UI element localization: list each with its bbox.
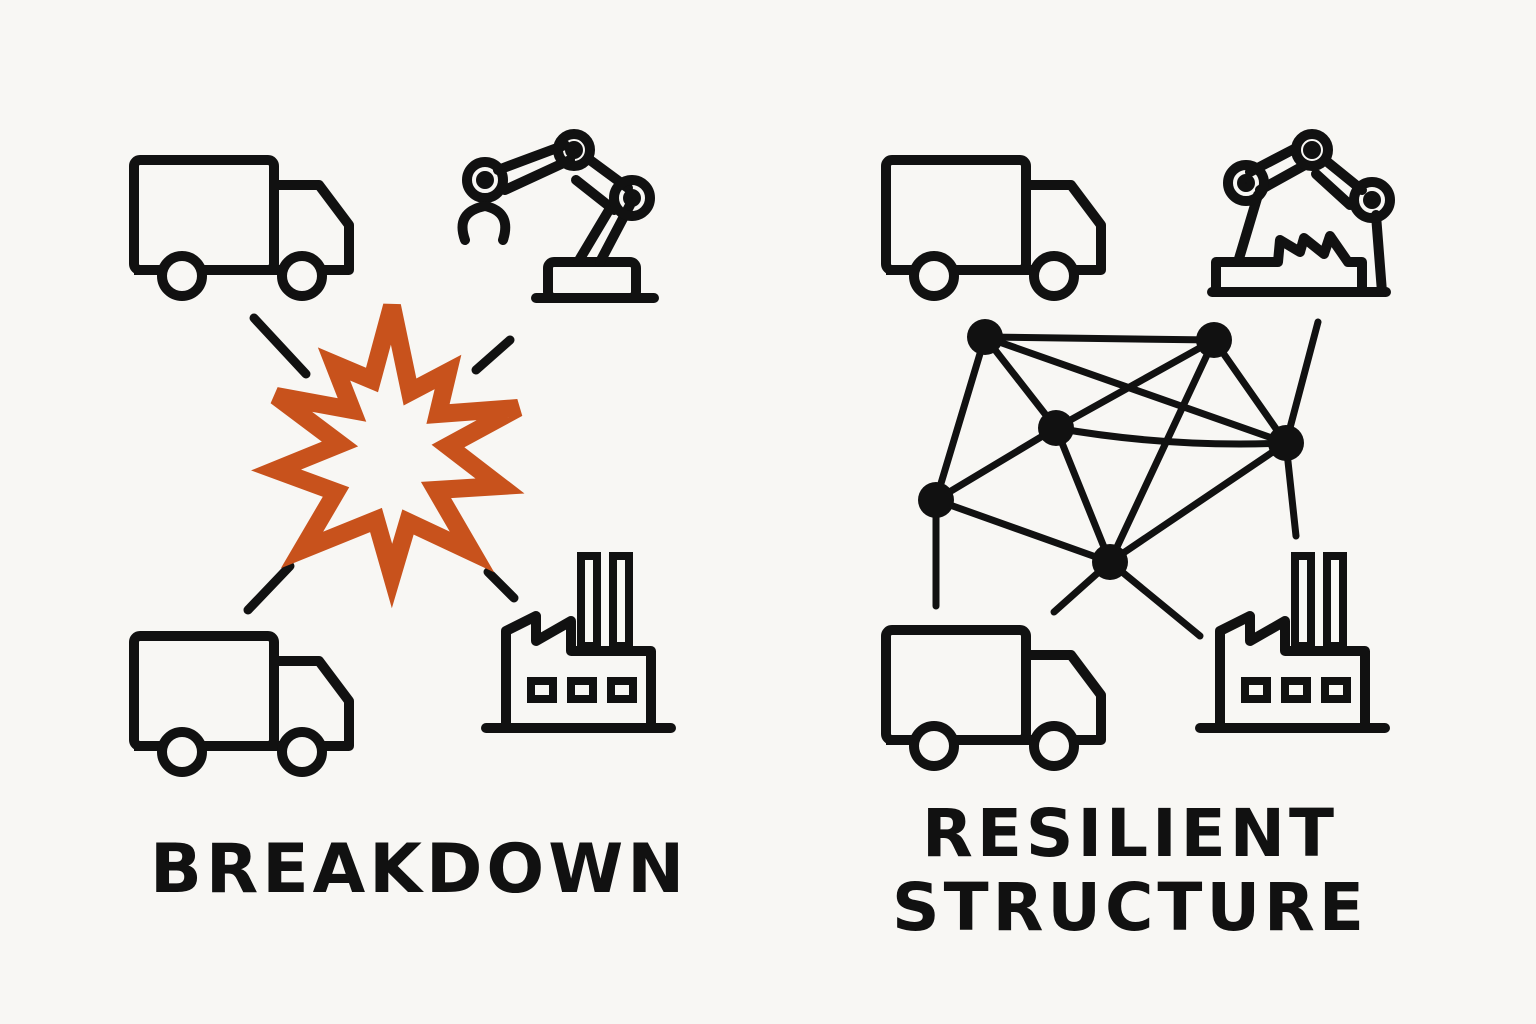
truck-icon bbox=[886, 160, 1101, 296]
robot-arm-icon bbox=[457, 129, 659, 303]
left-panel bbox=[134, 129, 671, 772]
structure-caption: STRUCTURE bbox=[892, 869, 1368, 946]
broken-links bbox=[243, 313, 519, 615]
truck-icon bbox=[134, 160, 349, 296]
resilient-caption: RESILIENT bbox=[922, 795, 1338, 872]
network-nodes bbox=[918, 319, 1304, 580]
truck-icon bbox=[886, 630, 1101, 766]
factory-icon bbox=[486, 556, 671, 728]
truck-icon bbox=[134, 636, 349, 772]
right-panel bbox=[886, 129, 1395, 766]
explosion-icon bbox=[251, 303, 525, 609]
factory-icon bbox=[1200, 556, 1385, 728]
network-node-icon bbox=[1038, 410, 1074, 446]
network-node-icon bbox=[1092, 544, 1128, 580]
robot-arm-icon bbox=[1207, 129, 1395, 297]
network-links bbox=[932, 318, 1322, 640]
network-node-icon bbox=[967, 319, 1003, 355]
network-node-icon bbox=[1196, 322, 1232, 358]
network-node-icon bbox=[1268, 425, 1304, 461]
breakdown-caption: BREAKDOWN bbox=[150, 830, 689, 909]
network-node-icon bbox=[918, 482, 954, 518]
